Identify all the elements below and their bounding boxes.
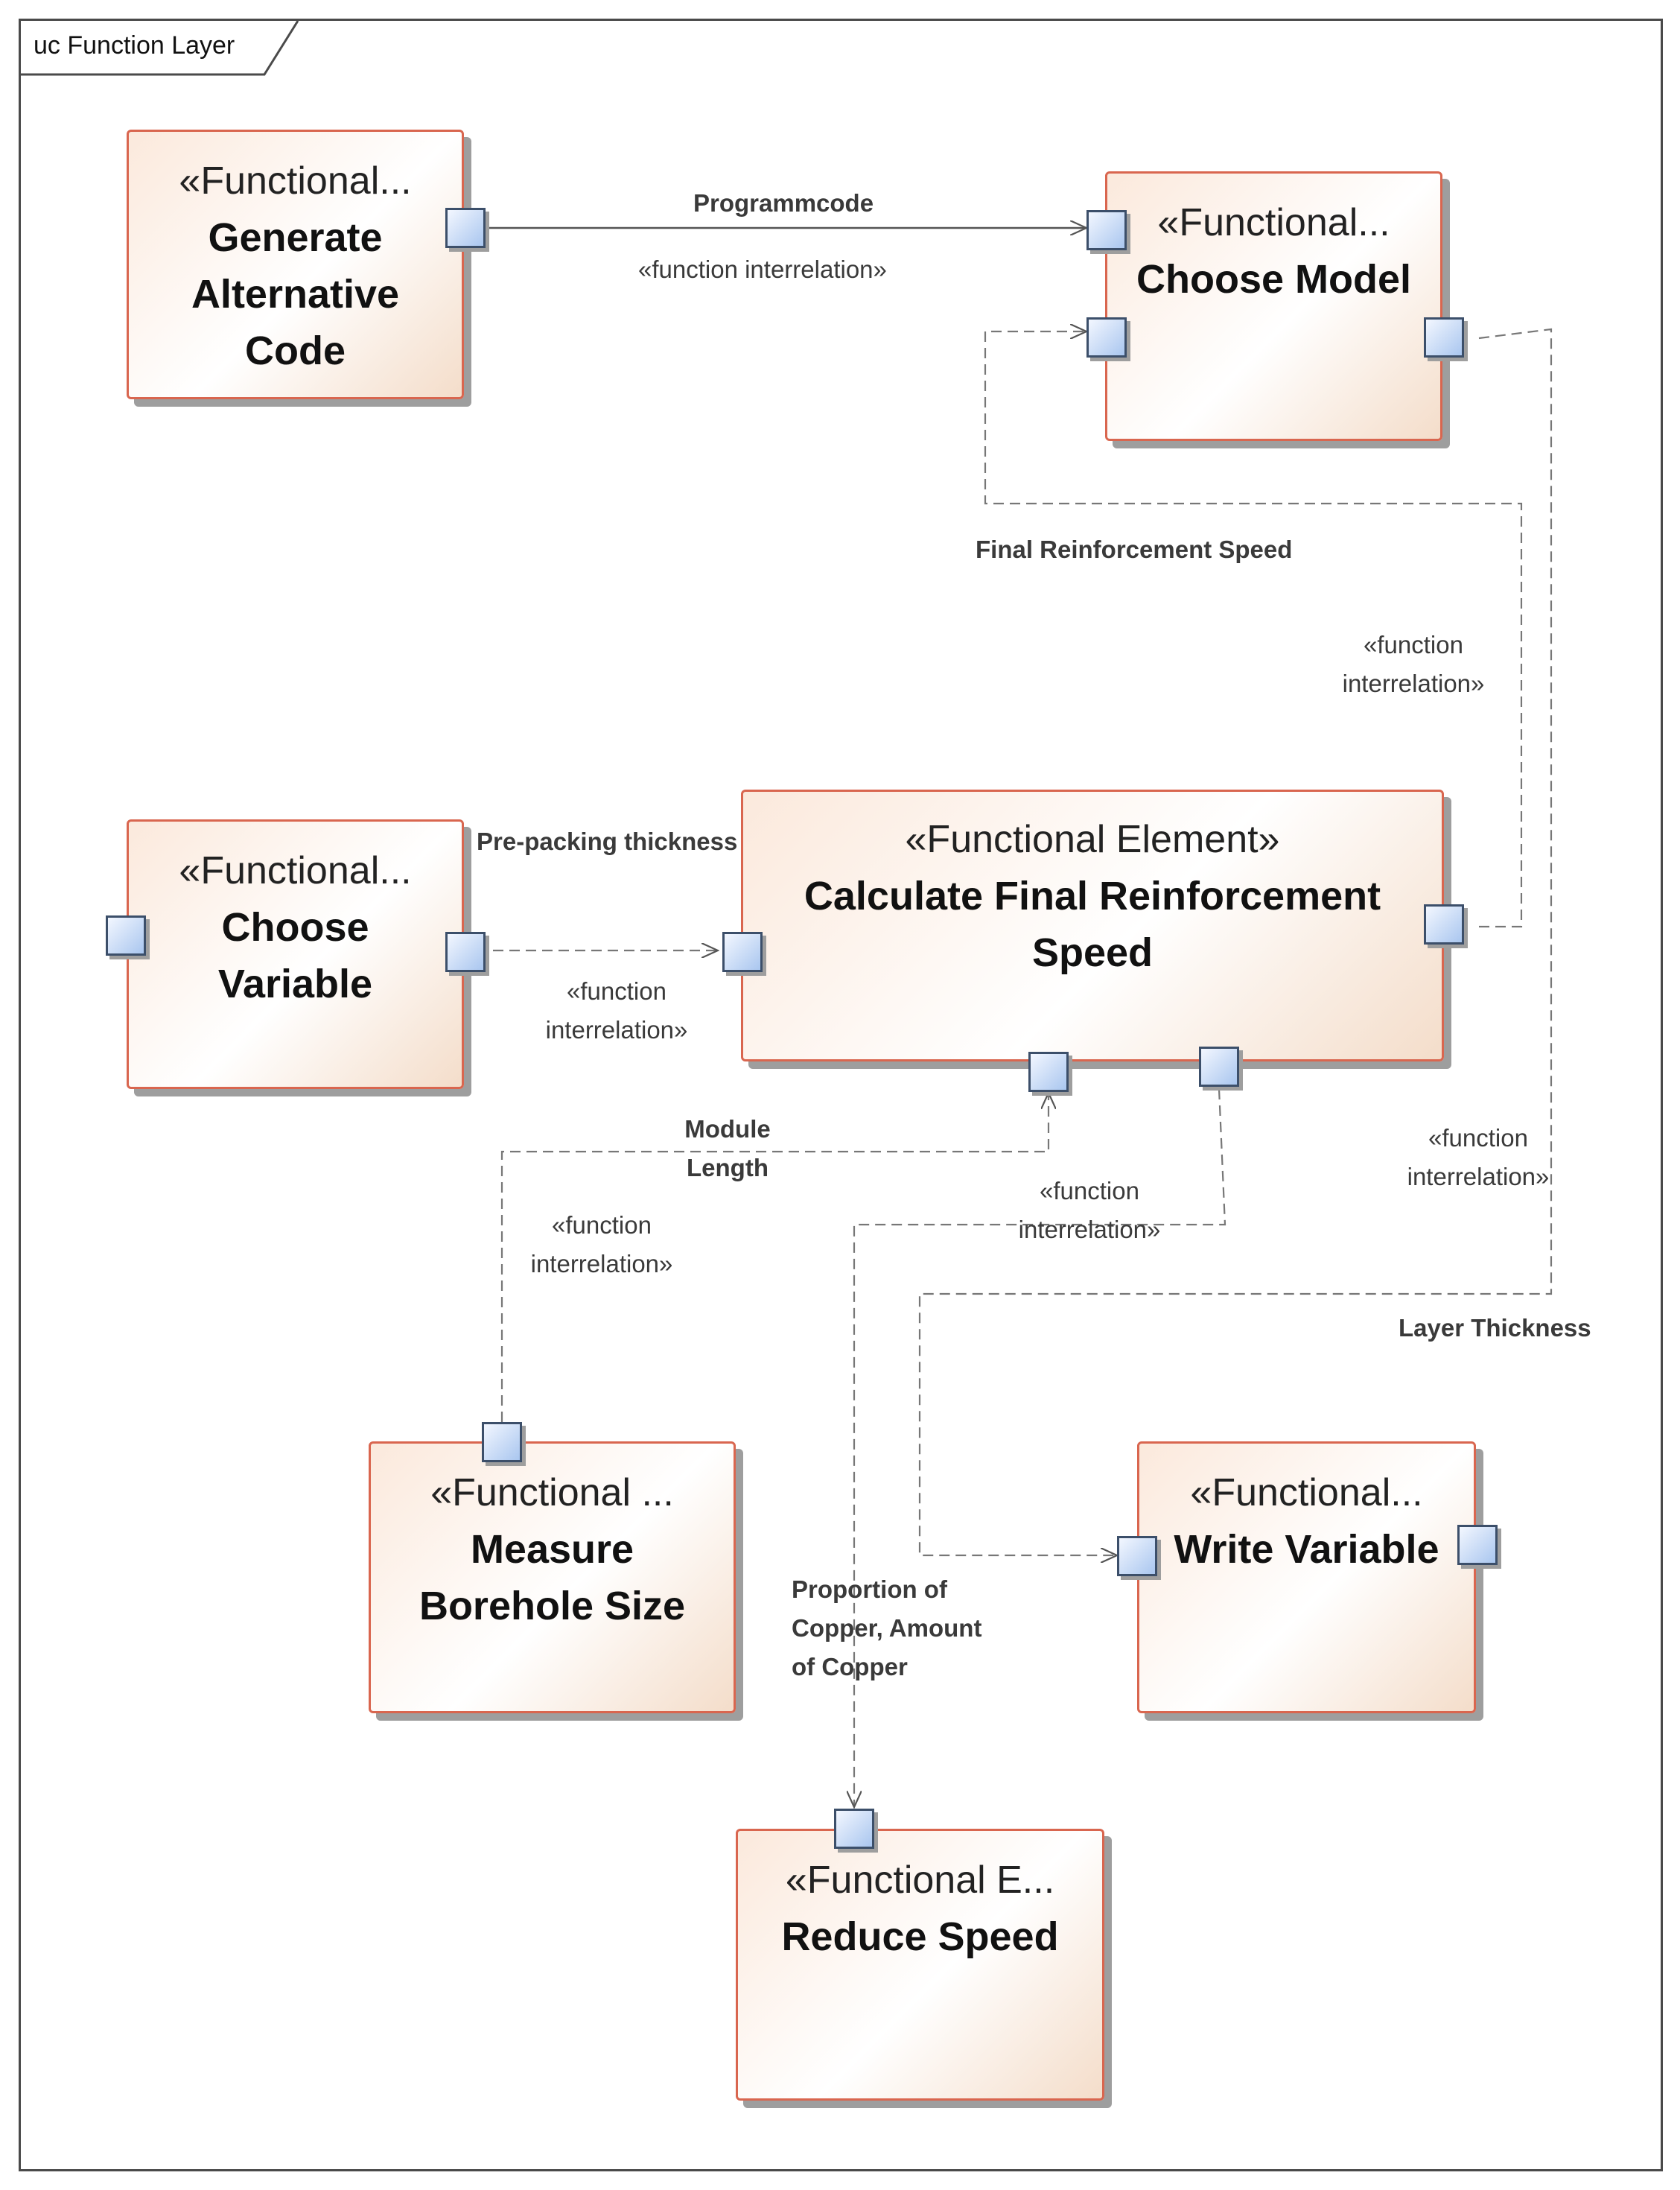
port-calculate-left[interactable]: [722, 932, 763, 972]
label-programmcode: Programmcode: [693, 189, 874, 217]
port-choose-variable-right[interactable]: [445, 932, 486, 972]
connector-copper[interactable]: [854, 1088, 1226, 1807]
element-name: Reduce Speed: [781, 1914, 1059, 1959]
element-name: Generate Alternative Code: [191, 215, 400, 373]
element-stereotype: «Functional...: [179, 849, 412, 892]
element-name: Choose Variable: [217, 905, 373, 1006]
label-prepacking-stereotype: «function interrelation»: [545, 977, 688, 1044]
element-stereotype: «Functional...: [1190, 1471, 1423, 1514]
functional-element-calculate-final-reinforcement-speed[interactable]: «Functional Element» Calculate Final Rei…: [741, 790, 1444, 1061]
functional-element-write-variable[interactable]: «Functional... Write Variable: [1137, 1441, 1476, 1713]
label-layer-thickness: Layer Thickness: [1399, 1314, 1591, 1342]
label-prepacking-thickness: Pre-packing thickness: [477, 828, 738, 855]
port-choose-variable-left[interactable]: [106, 915, 146, 956]
label-module-length-stereotype: «function interrelation»: [530, 1211, 673, 1278]
element-stereotype: «Functional E...: [785, 1859, 1055, 1902]
label-programmcode-stereotype: «function interrelation»: [638, 256, 887, 283]
element-stereotype: «Functional ...: [430, 1471, 674, 1514]
port-reduce-top[interactable]: [834, 1809, 874, 1849]
port-choose-model-right[interactable]: [1424, 317, 1464, 358]
frame-title-tab: [19, 20, 299, 76]
functional-element-choose-variable[interactable]: «Functional... Choose Variable: [127, 819, 464, 1089]
port-calculate-bottom-left[interactable]: [1028, 1052, 1069, 1092]
connector-module-length[interactable]: [500, 1093, 1049, 1422]
label-proportion-of-copper: Proportion of Copper, Amount of Copper: [792, 1575, 982, 1680]
connector-layer-thickness[interactable]: [918, 328, 1553, 1555]
label-copper-stereotype: «function interrelation»: [1018, 1177, 1161, 1243]
port-choose-model-left-bottom[interactable]: [1086, 317, 1127, 358]
functional-element-reduce-speed[interactable]: «Functional E... Reduce Speed: [736, 1829, 1104, 2101]
port-calculate-bottom-right[interactable]: [1199, 1047, 1239, 1087]
functional-element-generate-alternative-code[interactable]: «Functional... Generate Alternative Code: [127, 130, 464, 399]
element-name: Choose Model: [1136, 257, 1411, 302]
port-write-left[interactable]: [1117, 1536, 1157, 1576]
functional-element-choose-model[interactable]: «Functional... Choose Model: [1105, 171, 1442, 441]
element-name: Write Variable: [1174, 1527, 1439, 1572]
diagram-frame: [19, 19, 1663, 2171]
element-stereotype: «Functional Element»: [905, 818, 1280, 861]
port-write-right[interactable]: [1457, 1525, 1498, 1565]
port-calculate-right[interactable]: [1424, 904, 1464, 945]
port-generate-right[interactable]: [445, 208, 486, 248]
element-name: Calculate Final Reinforcement Speed: [804, 874, 1381, 975]
port-measure-top[interactable]: [482, 1422, 522, 1462]
frame-title: uc Function Layer: [34, 31, 235, 60]
functional-element-measure-borehole-size[interactable]: «Functional ... Measure Borehole Size: [369, 1441, 736, 1713]
label-final-reinforcement-speed: Final Reinforcement Speed: [976, 536, 1293, 563]
label-final-speed-stereotype: «function interrelation»: [1342, 631, 1485, 697]
element-stereotype: «Functional...: [179, 159, 412, 203]
label-module-length: Module Length: [684, 1115, 771, 1181]
label-layer-thickness-stereotype: «function interrelation»: [1407, 1124, 1550, 1190]
connector-final-speed[interactable]: [984, 331, 1523, 928]
port-choose-model-left-top[interactable]: [1086, 210, 1127, 250]
element-stereotype: «Functional...: [1157, 201, 1390, 244]
element-name: Measure Borehole Size: [419, 1527, 686, 1628]
